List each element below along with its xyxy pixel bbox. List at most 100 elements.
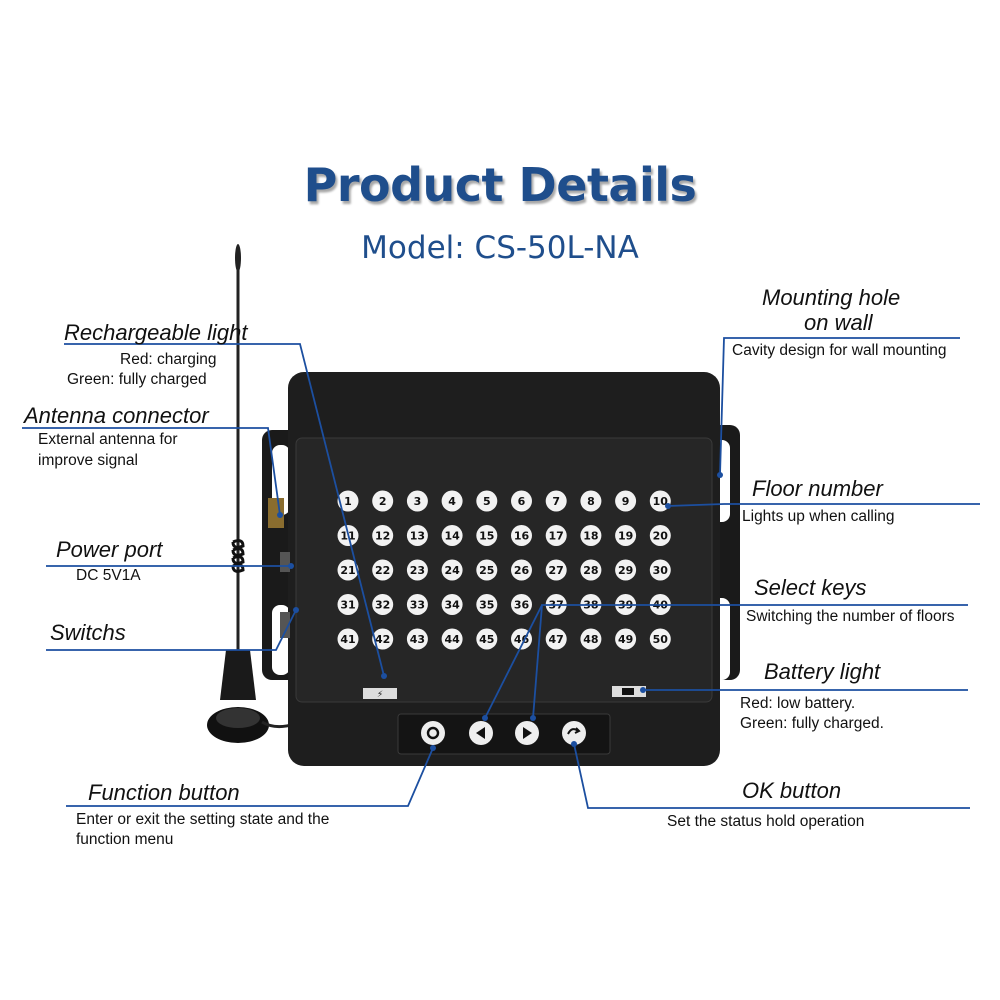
floor-key-label: 5	[483, 495, 491, 508]
floor-key-24[interactable]	[441, 559, 463, 581]
antenna-connector-desc-1: External antenna for	[38, 431, 178, 448]
floor-key-label: 49	[618, 633, 633, 646]
ok-button-desc: Set the status hold operation	[667, 813, 865, 830]
floor-key-30[interactable]	[649, 559, 671, 581]
floor-key-label: 25	[479, 564, 494, 577]
floor-key-label: 28	[583, 564, 598, 577]
floor-key-33[interactable]	[406, 594, 428, 615]
floor-key-45[interactable]	[476, 628, 498, 650]
rechargeable-light-heading: Rechargeable light	[64, 320, 248, 345]
floor-key-26[interactable]	[511, 559, 532, 581]
mounting-hole-desc: Cavity design for wall mounting	[732, 342, 947, 359]
floor-key-label: 42	[375, 633, 390, 646]
function-button-heading: Function button	[88, 780, 240, 805]
function-button-desc-1: Enter or exit the setting state and the	[76, 811, 330, 828]
floor-key-label: 31	[340, 599, 355, 612]
floor-key-21[interactable]	[337, 559, 359, 581]
floor-key-2[interactable]	[372, 490, 394, 512]
floor-key-label: 17	[549, 530, 564, 543]
rechargeable-light-desc-1: Red: charging	[120, 351, 217, 368]
floor-key-35[interactable]	[476, 594, 498, 615]
floor-key-label: 34	[444, 599, 460, 612]
floor-key-label: 19	[618, 530, 633, 543]
floor-key-3[interactable]	[406, 490, 428, 512]
model-subtitle: Model: CS-50L-NA	[361, 230, 639, 266]
floor-key-label: 48	[583, 633, 598, 646]
power-port-heading: Power port	[56, 537, 163, 562]
floor-key-43[interactable]	[406, 628, 428, 650]
floor-number-desc: Lights up when calling	[742, 508, 895, 525]
floor-key-5[interactable]	[476, 490, 498, 512]
power-port	[280, 552, 290, 572]
floor-key-28[interactable]	[580, 559, 602, 581]
leader-lines	[22, 337, 980, 809]
floor-key-19[interactable]	[615, 525, 637, 546]
floor-key-31[interactable]	[337, 594, 359, 615]
floor-key-label: 18	[583, 530, 598, 543]
floor-key-label: 22	[375, 564, 390, 577]
floor-key-49[interactable]	[615, 628, 637, 650]
floor-key-label: 35	[479, 599, 494, 612]
floor-key-label: 29	[618, 564, 633, 577]
floor-key-25[interactable]	[476, 559, 498, 581]
switch	[280, 612, 290, 638]
floor-number-heading: Floor number	[752, 476, 883, 501]
floor-key-label: 16	[514, 530, 530, 543]
battery-light-desc-1: Red: low battery.	[740, 695, 856, 712]
floor-key-17[interactable]	[545, 525, 567, 546]
antenna-connector-heading: Antenna connector	[24, 403, 209, 428]
floor-key-41[interactable]	[337, 628, 359, 650]
floor-key-48[interactable]	[580, 628, 602, 650]
ok-button-heading: OK button	[742, 778, 842, 803]
floor-key-label: 26	[514, 564, 530, 577]
right-select-button[interactable]	[515, 721, 539, 745]
floor-key-27[interactable]	[545, 559, 567, 581]
rechargeable-light-indicator	[363, 688, 397, 699]
floor-key-29[interactable]	[615, 559, 637, 581]
floor-key-47[interactable]	[545, 628, 567, 650]
floor-key-50[interactable]	[649, 628, 671, 650]
floor-key-label: 21	[340, 564, 355, 577]
floor-key-label: 12	[375, 530, 390, 543]
battery-light-heading: Battery light	[764, 659, 881, 684]
left-select-button[interactable]	[469, 721, 493, 745]
floor-key-6[interactable]	[511, 490, 532, 512]
floor-key-18[interactable]	[580, 525, 602, 546]
floor-key-1[interactable]	[337, 490, 359, 512]
floor-key-20[interactable]	[649, 525, 671, 546]
floor-key-22[interactable]	[372, 559, 394, 581]
floor-key-4[interactable]	[441, 490, 463, 512]
floor-key-16[interactable]	[511, 525, 532, 546]
charging-icon: ⚡	[377, 689, 383, 699]
function-button-desc-2: function menu	[76, 831, 174, 848]
floor-key-15[interactable]	[476, 525, 498, 546]
select-keys-heading: Select keys	[754, 575, 867, 600]
floor-key-label: 14	[444, 530, 460, 543]
floor-key-7[interactable]	[545, 490, 567, 512]
gear-icon	[426, 726, 440, 740]
floor-key-label: 3	[414, 495, 422, 508]
select-keys-desc: Switching the number of floors	[746, 608, 955, 625]
floor-key-label: 2	[379, 495, 387, 508]
floor-key-14[interactable]	[441, 525, 463, 546]
floor-key-label: 1	[344, 495, 352, 508]
antenna-connector-port	[268, 498, 284, 528]
function-button[interactable]	[421, 721, 445, 745]
floor-key-label: 30	[653, 564, 669, 577]
page-title: Product Details	[303, 158, 697, 212]
floor-key-label: 15	[479, 530, 494, 543]
ok-button[interactable]	[562, 721, 586, 745]
floor-key-8[interactable]	[580, 490, 602, 512]
floor-key-13[interactable]	[406, 525, 428, 546]
floor-key-34[interactable]	[441, 594, 463, 615]
floor-key-12[interactable]	[372, 525, 394, 546]
floor-key-label: 20	[653, 530, 669, 543]
floor-key-36[interactable]	[511, 594, 532, 615]
floor-key-label: 8	[587, 495, 595, 508]
floor-key-9[interactable]	[615, 490, 637, 512]
floor-key-44[interactable]	[441, 628, 463, 650]
floor-key-42[interactable]	[372, 628, 394, 650]
floor-key-32[interactable]	[372, 594, 394, 615]
floor-key-label: 32	[375, 599, 390, 612]
floor-key-23[interactable]	[406, 559, 428, 581]
